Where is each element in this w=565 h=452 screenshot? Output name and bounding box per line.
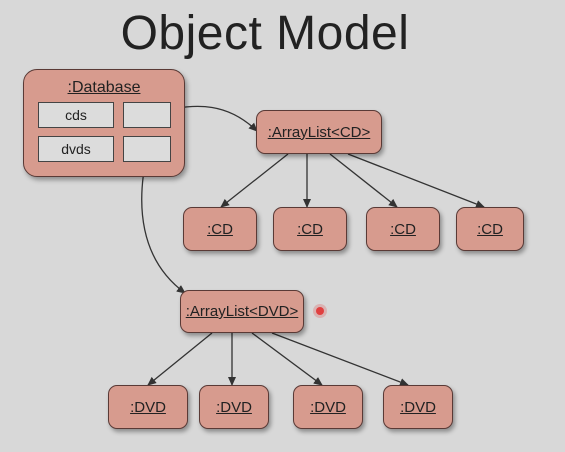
dvds-field-reference	[123, 136, 171, 162]
laser-pointer-dot	[316, 307, 324, 315]
arrow-cd-list-to-cd-1	[220, 153, 289, 208]
dvd-node-label: :DVD	[130, 398, 166, 416]
cd-node-1: :CD	[183, 207, 257, 251]
arrow-dvd-list-to-dvd-4	[271, 332, 409, 386]
dvd-node-1: :DVD	[108, 385, 188, 429]
dvd-arraylist-node: :ArrayList<DVD>	[180, 290, 304, 333]
cd-node-label: :CD	[390, 220, 416, 238]
cd-arraylist-node: :ArrayList<CD>	[256, 110, 382, 154]
dvd-node-2: :DVD	[199, 385, 269, 429]
dvd-arraylist-label: :ArrayList<DVD>	[185, 303, 299, 320]
cd-arraylist-label: :ArrayList<CD>	[267, 123, 371, 141]
cd-node-label: :CD	[207, 220, 233, 238]
dvd-node-label: :DVD	[216, 398, 252, 416]
dvd-node-label: :DVD	[400, 398, 436, 416]
dvd-node-3: :DVD	[293, 385, 363, 429]
slide-title: Object Model	[120, 7, 410, 60]
cd-node-label: :CD	[477, 220, 503, 238]
cd-node-4: :CD	[456, 207, 524, 251]
arrow-dvd-list-to-dvd-3	[251, 332, 323, 386]
database-label: :Database	[67, 79, 141, 96]
cd-node-3: :CD	[366, 207, 440, 251]
cds-field-name: cds	[38, 102, 114, 128]
arrow-cd-list-to-cd-3	[329, 153, 398, 208]
dvd-node-label: :DVD	[310, 398, 346, 416]
dvds-field-name: dvds	[38, 136, 114, 162]
arrow-dvd-list-to-dvd-1	[147, 332, 213, 386]
cd-node-2: :CD	[273, 207, 347, 251]
arrow-cd-list-to-cd-4	[347, 153, 485, 208]
dvd-node-4: :DVD	[383, 385, 453, 429]
cd-node-label: :CD	[297, 220, 323, 238]
cds-field-reference	[123, 102, 171, 128]
database-object: :Database cds dvds	[23, 69, 185, 177]
